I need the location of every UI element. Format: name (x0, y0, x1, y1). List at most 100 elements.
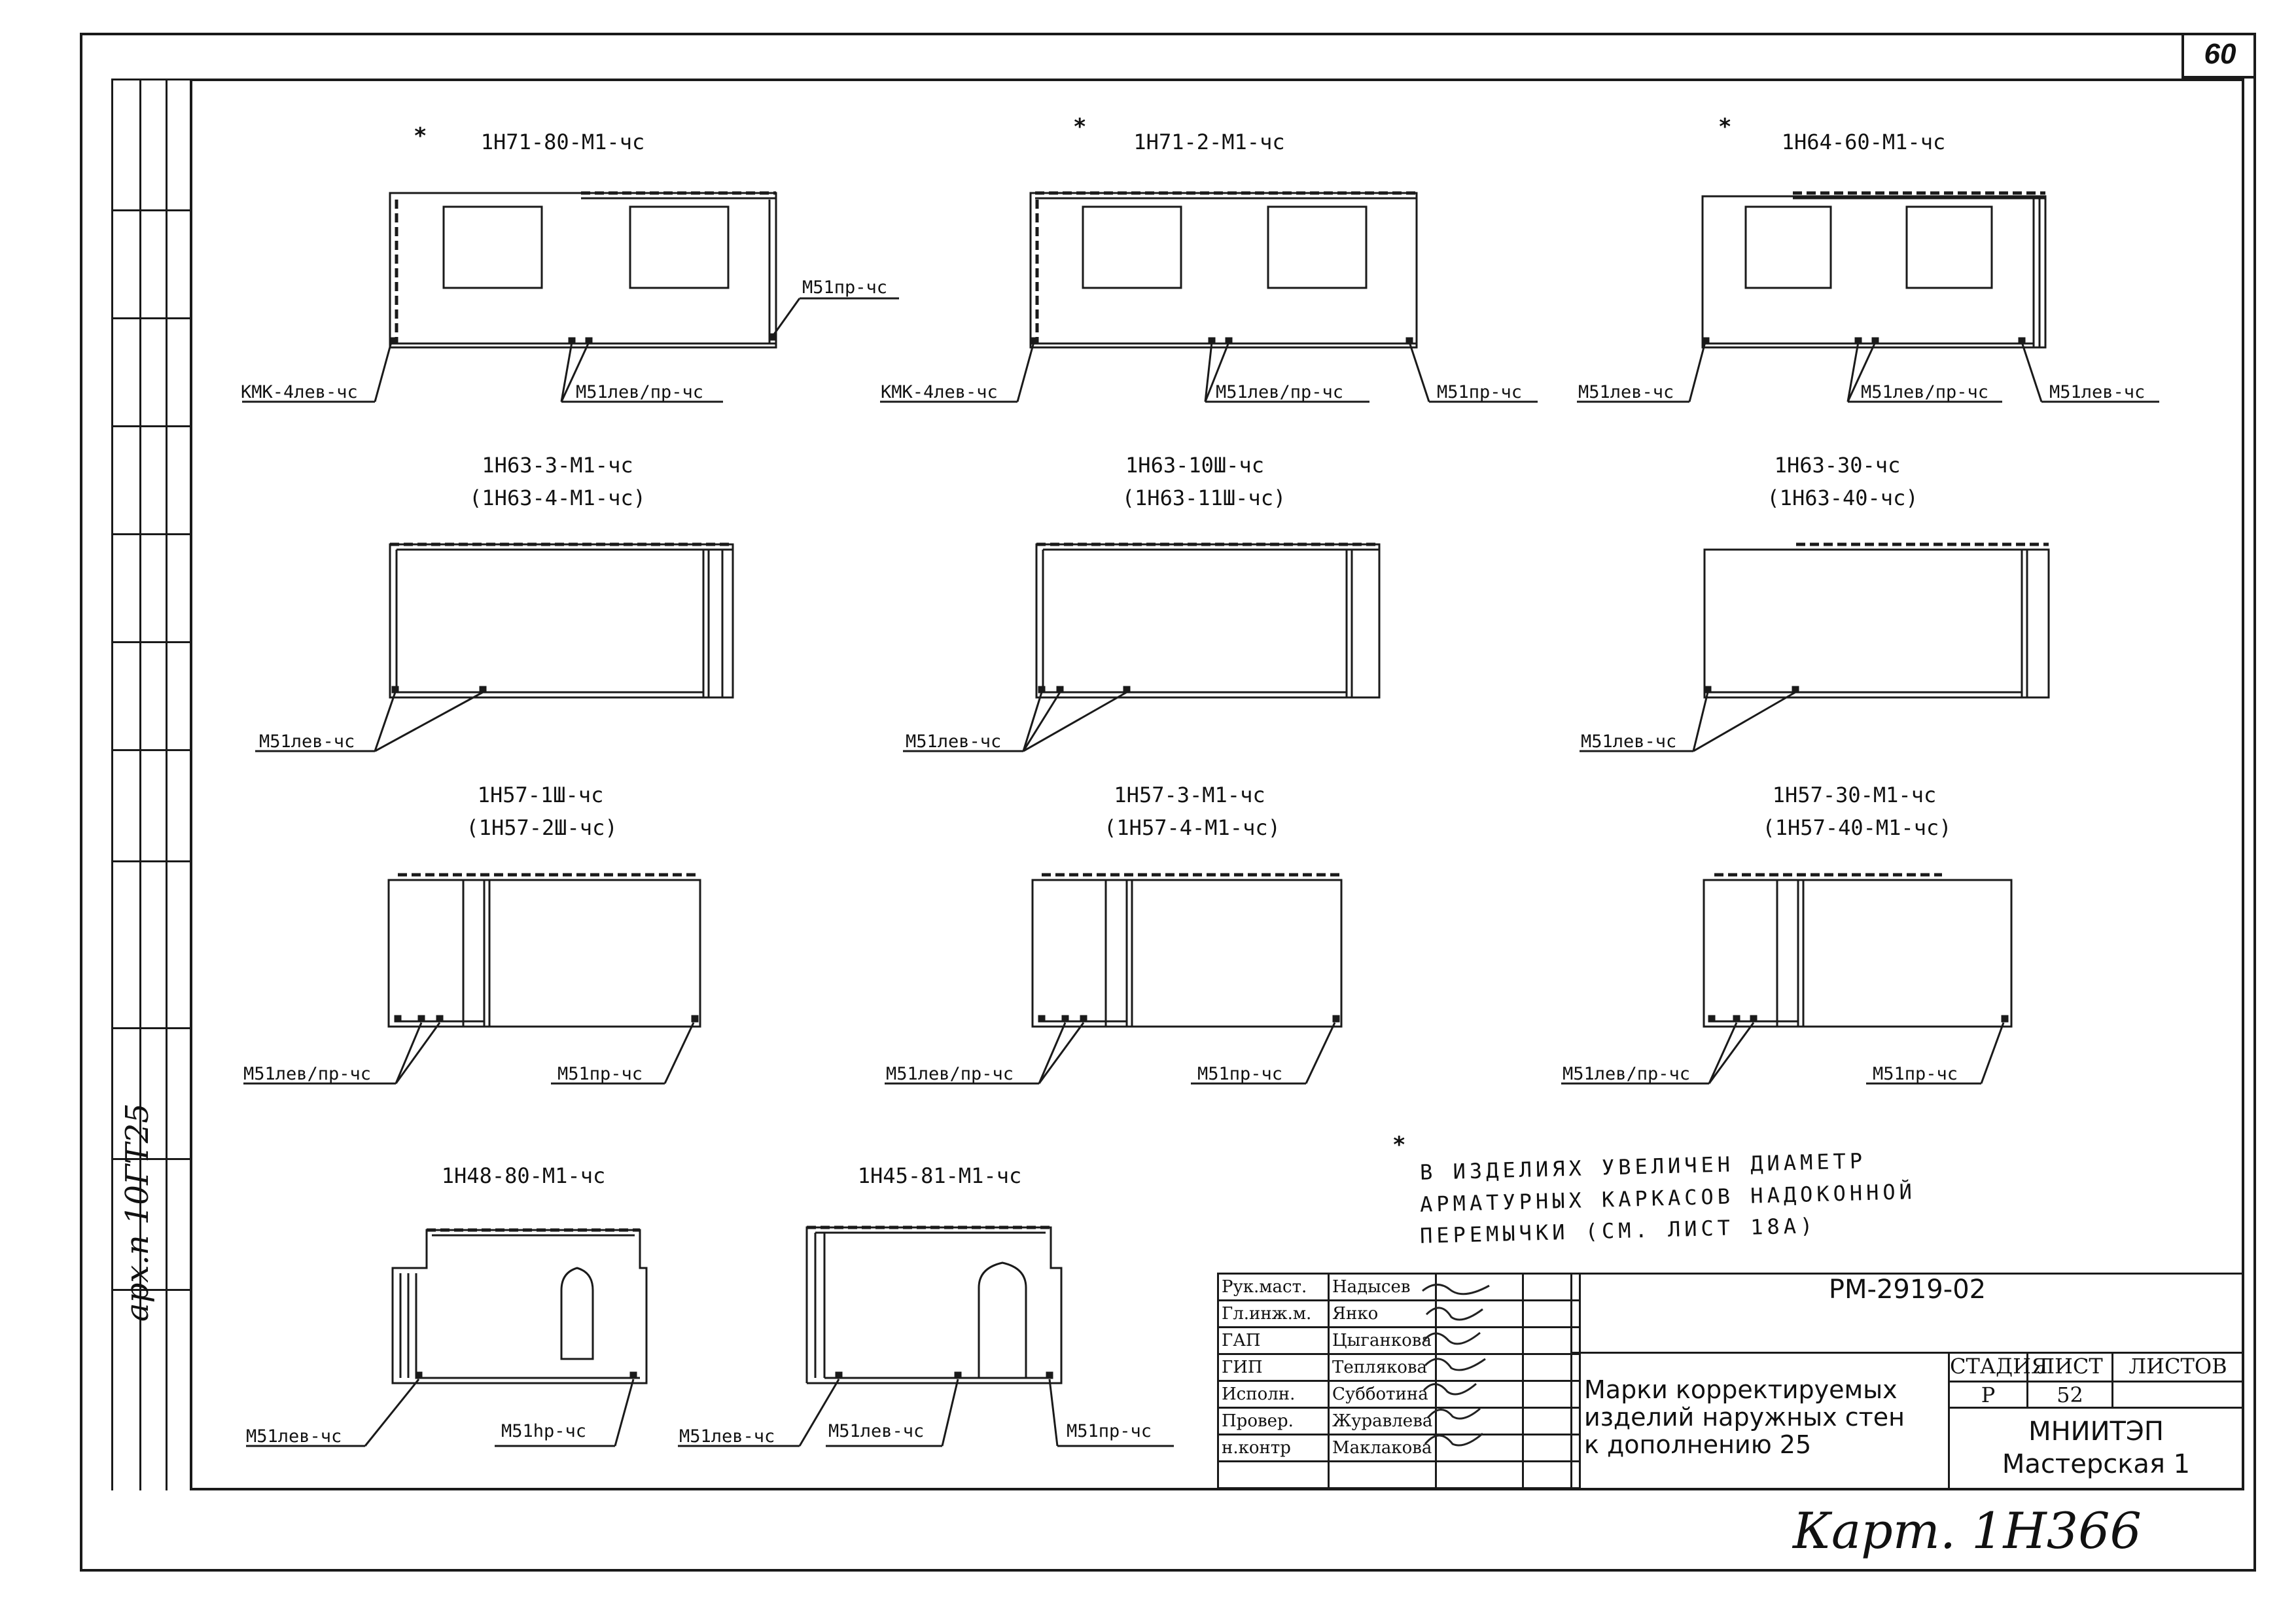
panel-7-alt: (1Н57-2Ш-чс) (466, 815, 618, 840)
panel-1-star: * (414, 123, 427, 149)
panel-1-label-mid: М51лев/пр-чс (576, 382, 704, 402)
panel-7-drawing (243, 873, 701, 1085)
panel-10-drawing (246, 1228, 648, 1447)
handwritten-signatures (1422, 1284, 1490, 1447)
value-sheets (2113, 1382, 2244, 1409)
panel-3-label-mid: М51лев/пр-чс (1861, 382, 1989, 402)
panel-8-mark: 1Н57-3-М1-чс (1114, 783, 1265, 807)
name-cell: Янко (1327, 1299, 1438, 1328)
panel-10-label-left: М51лев-чс (246, 1426, 342, 1447)
panel-11-label-mid: М51лев-чс (828, 1421, 925, 1441)
note-star: * (1392, 1132, 1406, 1158)
name-cell: Надысев (1327, 1273, 1438, 1301)
panel-6-label-left: М51лев-чс (1581, 731, 1677, 752)
panel-6-drawing (1580, 542, 2050, 752)
panel-7-mark: 1Н57-1Ш-чс (477, 783, 604, 807)
panel-4-mark: 1Н63-3-М1-чс (482, 453, 633, 478)
document-title-line-2: изделий наружных стен (1584, 1403, 1905, 1432)
panel-2-drawing (880, 191, 1538, 403)
handwritten-card-note: Карт. 1Н366 (1793, 1502, 2142, 1560)
document-code: РМ-2919-02 (1570, 1273, 2244, 1354)
role-cell: ГАП (1217, 1326, 1330, 1355)
panel-1-drawing (242, 191, 899, 403)
panel-3-label-left: М51лев-чс (1578, 382, 1674, 402)
panel-9-alt: (1Н57-40-М1-чс) (1762, 815, 1952, 840)
panel-6-alt: (1Н63-40-чс) (1767, 485, 1918, 510)
panel-6-mark: 1Н63-30-чс (1774, 453, 1901, 478)
signature-row (1217, 1460, 1581, 1489)
panel-9-drawing (1561, 873, 2013, 1085)
panel-2-label-right: М51пр-чс (1437, 382, 1523, 402)
panel-3-label-right: М51лев-чс (2049, 382, 2146, 402)
header-sheets: ЛИСТОВ (2113, 1354, 2244, 1382)
panel-9-mark: 1Н57-30-М1-чс (1772, 783, 1937, 807)
panel-11-drawing (678, 1225, 1174, 1447)
drawing-inner-frame (190, 79, 2244, 1490)
panel-7-label-right: М51пр-чс (557, 1064, 643, 1084)
panel-4-label-left: М51лев-чс (259, 731, 355, 752)
document-title-line-3: к дополнению 25 (1584, 1430, 1812, 1459)
role-cell: ГИП (1217, 1353, 1330, 1382)
panel-2-label-left: КМК-4лев-чс (881, 382, 998, 402)
panel-4-alt: (1Н63-4-М1-чс) (469, 485, 646, 510)
panel-10-label-right: М51hр-чс (501, 1421, 587, 1441)
panel-4-drawing (255, 542, 734, 752)
panel-9-label-left: М51лев/пр-чс (1563, 1064, 1691, 1084)
panel-2-mark: 1Н71-2-М1-чс (1133, 130, 1285, 154)
panel-8-alt: (1Н57-4-М1-чс) (1104, 815, 1280, 840)
panel-1-mark: 1Н71-80-М1-чс (480, 130, 645, 154)
panel-11-label-left: М51лев-чс (679, 1426, 775, 1447)
sheet-corner-number: 60 (2204, 38, 2236, 70)
panel-11-label-right: М51пр-чс (1067, 1421, 1152, 1441)
panel-5-alt: (1Н63-11Ш-чс) (1122, 485, 1286, 510)
panel-8-label-right: М51пр-чс (1197, 1064, 1283, 1084)
panel-2-label-mid: М51лев/пр-чс (1216, 382, 1344, 402)
panel-5-mark: 1Н63-10Ш-чс (1125, 453, 1264, 478)
header-sheet: ЛИСТ (2028, 1354, 2113, 1382)
panel-10-mark: 1Н48-80-М1-чс (441, 1163, 606, 1188)
name-cell: Цыганкова (1327, 1326, 1438, 1355)
panel-7-label-left: М51лев/пр-чс (243, 1064, 372, 1084)
signature-row: Провер.Журавлева (1217, 1407, 1581, 1435)
panel-11-mark: 1Н45-81-М1-чс (857, 1163, 1022, 1188)
value-stage: Р (1950, 1382, 2028, 1409)
organization: МНИИТЭП Мастерская 1 (1950, 1409, 2244, 1490)
panel-9-label-right: М51пр-чс (1873, 1064, 1958, 1084)
value-sheet: 52 (2028, 1382, 2113, 1409)
name-cell: Маклакова (1327, 1434, 1438, 1462)
panel-3-mark: 1Н64-60-М1-чс (1781, 130, 1946, 154)
organization-workshop: Мастерская 1 (2002, 1449, 2191, 1479)
role-cell: н.контр (1217, 1434, 1330, 1462)
panel-5-drawing (903, 542, 1381, 752)
panel-2-star: * (1073, 114, 1087, 140)
organization-name: МНИИТЭП (2028, 1417, 2164, 1447)
signature-row: Исполн.Субботина (1217, 1380, 1581, 1409)
signature-row: Гл.инж.м.Янко (1217, 1299, 1581, 1328)
panel-1-label-right: М51пр-чс (802, 277, 888, 298)
role-cell: Исполн. (1217, 1380, 1330, 1409)
signature-row: Рук.маст.Надысев (1217, 1273, 1581, 1301)
drawing-outer-frame (80, 33, 2256, 1572)
panel-1-label-left: КМК-4лев-чс (241, 382, 358, 402)
document-title-line-1: Марки корректируемых (1584, 1375, 1898, 1404)
role-cell: Провер. (1217, 1407, 1330, 1435)
header-stage: СТАДИЯ (1950, 1354, 2048, 1382)
document-title: Марки корректируемых изделий наружных ст… (1570, 1354, 1950, 1490)
binding-strip (111, 79, 192, 1490)
panel-5-label-left: М51лев-чс (906, 731, 1002, 752)
panel-3-drawing (1577, 191, 2159, 403)
panel-8-drawing (885, 873, 1343, 1085)
panel-3-star: * (1718, 114, 1732, 140)
name-cell: Теплякова (1327, 1353, 1438, 1382)
sheet-corner-box: 60 (2181, 33, 2256, 79)
role-cell: Гл.инж.м. (1217, 1299, 1330, 1328)
stage-sheet-grid: СТАДИЯ ЛИСТ ЛИСТОВ Р 52 МНИИТЭП Мастерск… (1950, 1354, 2244, 1490)
name-cell: Журавлева (1327, 1407, 1438, 1435)
role-cell: Рук.маст. (1217, 1273, 1330, 1301)
